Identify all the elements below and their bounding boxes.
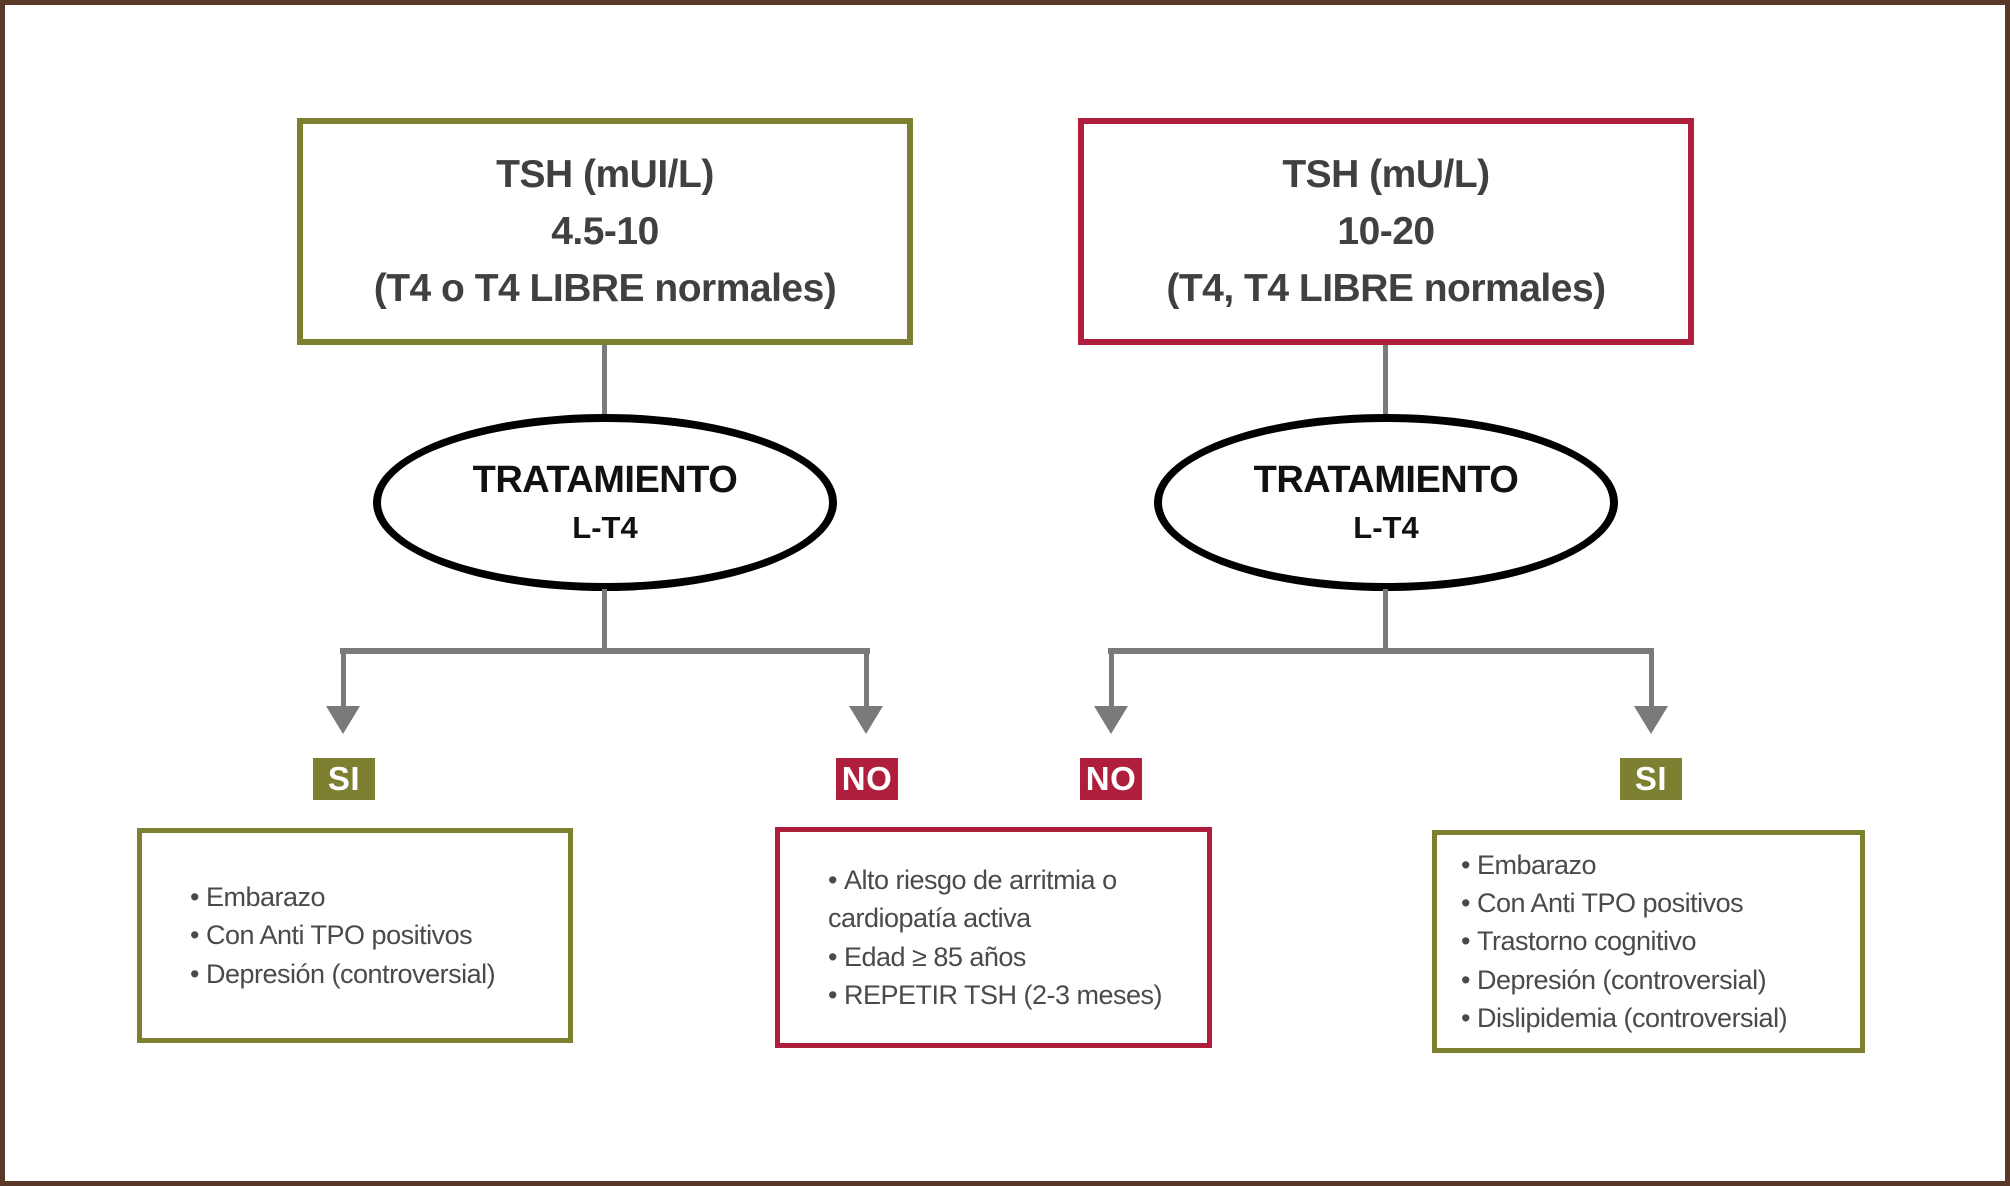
arrow-down-icon	[326, 706, 360, 734]
tsh-range-line: TSH (mUI/L)	[496, 153, 714, 196]
treatment-title: TRATAMIENTO	[1253, 458, 1519, 501]
list-item: Con Anti TPO positivos	[1461, 884, 1852, 922]
treatment-ellipse-right: TRATAMIENTO L-T4	[1154, 414, 1618, 591]
branch-vertical-line	[1109, 648, 1114, 708]
list-item: Embarazo	[1461, 846, 1852, 884]
badge-label: NO	[841, 760, 893, 797]
treatment-title: TRATAMIENTO	[472, 458, 738, 501]
no-badge-right: NO	[1080, 758, 1142, 800]
arrow-down-icon	[1634, 706, 1668, 734]
tsh-range-line: TSH (mU/L)	[1282, 153, 1490, 196]
list-item: Depresión (controversial)	[190, 955, 560, 993]
ellipse-to-branch-stem	[602, 589, 607, 654]
tsh-range-box-right: TSH (mU/L) 10-20 (T4, T4 LIBRE normales)	[1078, 118, 1694, 345]
badge-label: SI	[327, 760, 361, 797]
treatment-drug: L-T4	[572, 509, 638, 545]
branch-vertical-line	[1649, 648, 1654, 708]
si-criteria-box-left: EmbarazoCon Anti TPO positivosDepresión …	[137, 828, 573, 1043]
branch-vertical-line	[864, 648, 869, 708]
badge-label: NO	[1085, 760, 1137, 797]
list-item: Embarazo	[190, 878, 560, 916]
branch-horizontal-line	[340, 648, 870, 654]
list-item: Trastorno cognitivo	[1461, 922, 1852, 960]
list-item: Dislipidemia (controversial)	[1461, 999, 1852, 1037]
no-badge-left: NO	[836, 758, 898, 800]
si-badge-right: SI	[1620, 758, 1682, 800]
tsh-range-line: (T4, T4 LIBRE normales)	[1166, 267, 1606, 310]
tsh-range-line: 4.5-10	[551, 210, 659, 253]
ellipse-to-branch-stem	[1383, 589, 1388, 654]
badge-label: SI	[1634, 760, 1668, 797]
no-criteria-box-shared: Alto riesgo de arritmia o cardiopatía ac…	[775, 827, 1212, 1048]
tsh-range-line: 10-20	[1337, 210, 1435, 253]
treatment-ellipse-left: TRATAMIENTO L-T4	[373, 414, 837, 591]
branch-horizontal-line	[1108, 648, 1654, 654]
arrow-down-icon	[849, 706, 883, 734]
si-criteria-box-right: EmbarazoCon Anti TPO positivosTrastorno …	[1432, 830, 1865, 1053]
box-to-ellipse-connector	[602, 345, 607, 415]
list-item: Edad ≥ 85 años	[828, 938, 1199, 976]
list-item: Depresión (controversial)	[1461, 961, 1852, 999]
list-item: Alto riesgo de arritmia o cardiopatía ac…	[828, 861, 1199, 938]
box-to-ellipse-connector	[1383, 345, 1388, 415]
arrow-down-icon	[1094, 706, 1128, 734]
si-badge-left: SI	[313, 758, 375, 800]
tsh-range-box-left: TSH (mUI/L) 4.5-10 (T4 o T4 LIBRE normal…	[297, 118, 913, 345]
branch-vertical-line	[341, 648, 346, 708]
criteria-list: EmbarazoCon Anti TPO positivosTrastorno …	[1437, 846, 1860, 1038]
treatment-drug: L-T4	[1353, 509, 1419, 545]
list-item: Con Anti TPO positivos	[190, 916, 560, 954]
tsh-range-line: (T4 o T4 LIBRE normales)	[373, 267, 837, 310]
criteria-list: EmbarazoCon Anti TPO positivosDepresión …	[142, 878, 568, 993]
list-item: REPETIR TSH (2-3 meses)	[828, 976, 1199, 1014]
criteria-list: Alto riesgo de arritmia o cardiopatía ac…	[780, 861, 1207, 1014]
